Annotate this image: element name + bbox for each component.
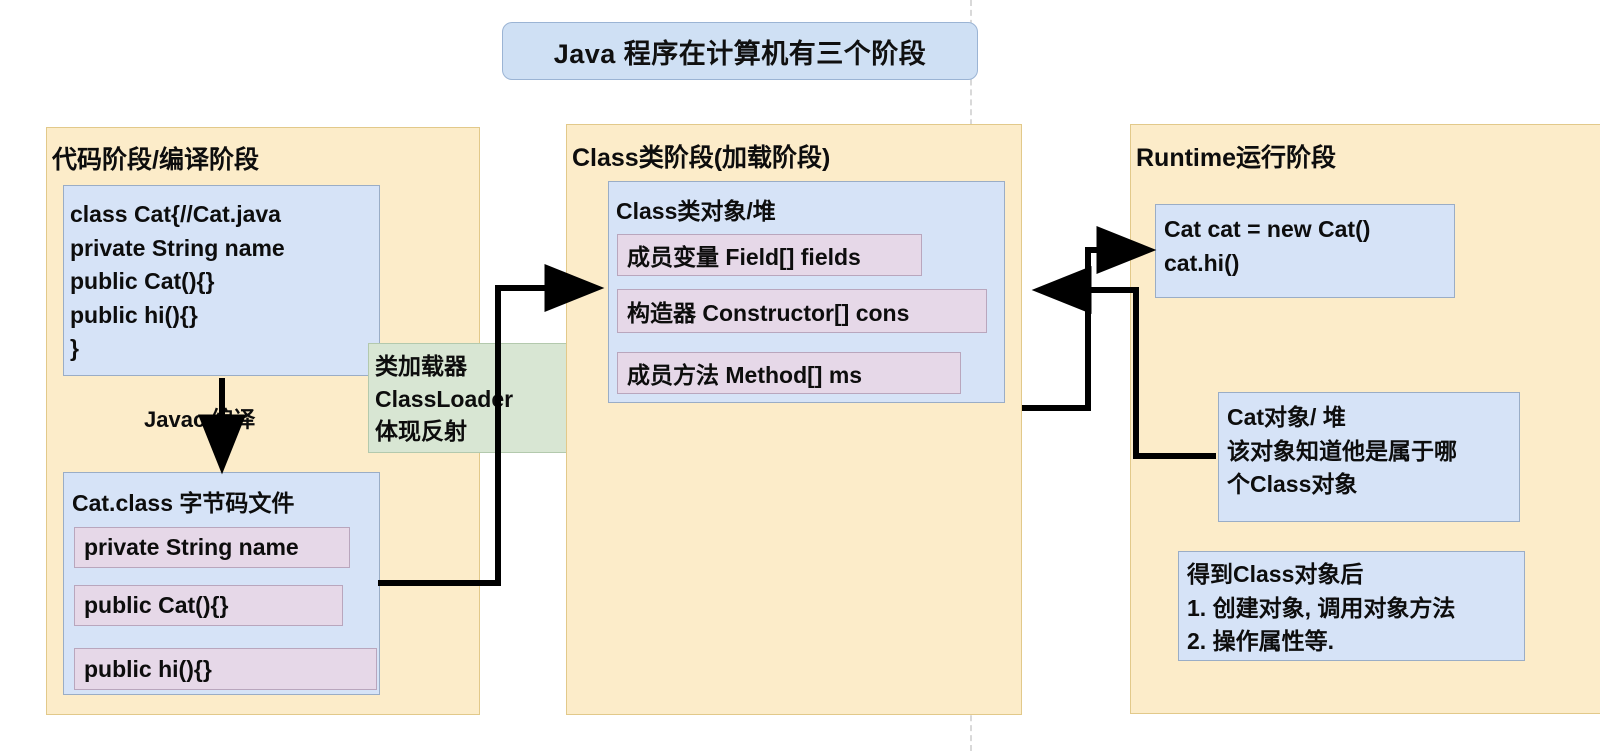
class-usage-note-text: 得到Class对象后 1. 创建对象, 调用对象方法 2. 操作属性等. [1187, 561, 1456, 655]
cat-object-note-box: Cat对象/ 堆 该对象知道他是属于哪 个Class对象 [1218, 392, 1520, 522]
bytecode-member-row: public Cat(){} [74, 585, 343, 626]
bytecode-member-row: private String name [74, 527, 350, 568]
class-usage-note-box: 得到Class对象后 1. 创建对象, 调用对象方法 2. 操作属性等. [1178, 551, 1525, 661]
classloader-note-text: 类加载器 ClassLoader 体现反射 [375, 353, 514, 445]
panel-runtime-stage-title: Runtime运行阶段 [1136, 144, 1337, 172]
panel-class-stage-title: Class类阶段(加载阶段) [572, 144, 831, 172]
source-code-text: class Cat{//Cat.java private String name… [70, 201, 285, 362]
class-member-row: 构造器 Constructor[] cons [617, 289, 987, 333]
bytecode-member-row: public hi(){} [74, 648, 377, 690]
source-code-box: class Cat{//Cat.java private String name… [63, 185, 380, 376]
diagram-title-label: Java 程序在计算机有三个阶段 [553, 38, 927, 69]
class-member-row: 成员变量 Field[] fields [617, 234, 922, 276]
runtime-code-text: Cat cat = new Cat() cat.hi() [1164, 216, 1371, 276]
runtime-code-box: Cat cat = new Cat() cat.hi() [1155, 204, 1455, 298]
diagram-title: Java 程序在计算机有三个阶段 [502, 22, 978, 80]
bytecode-box-title: Cat.class 字节码文件 [72, 490, 295, 516]
arrow-class-object-to-runtime [1022, 226, 1157, 411]
arrow-runtime-to-class-object [1031, 266, 1216, 459]
classloader-note-box: 类加载器 ClassLoader 体现反射 [368, 343, 579, 453]
panel-compile-stage-title: 代码阶段/编译阶段 [52, 146, 259, 174]
class-object-title: Class类对象/堆 [616, 198, 776, 224]
cat-object-note-text: Cat对象/ 堆 该对象知道他是属于哪 个Class对象 [1227, 404, 1457, 498]
arrow-bytecode-to-class-object [378, 264, 605, 586]
class-member-row: 成员方法 Method[] ms [617, 352, 961, 394]
